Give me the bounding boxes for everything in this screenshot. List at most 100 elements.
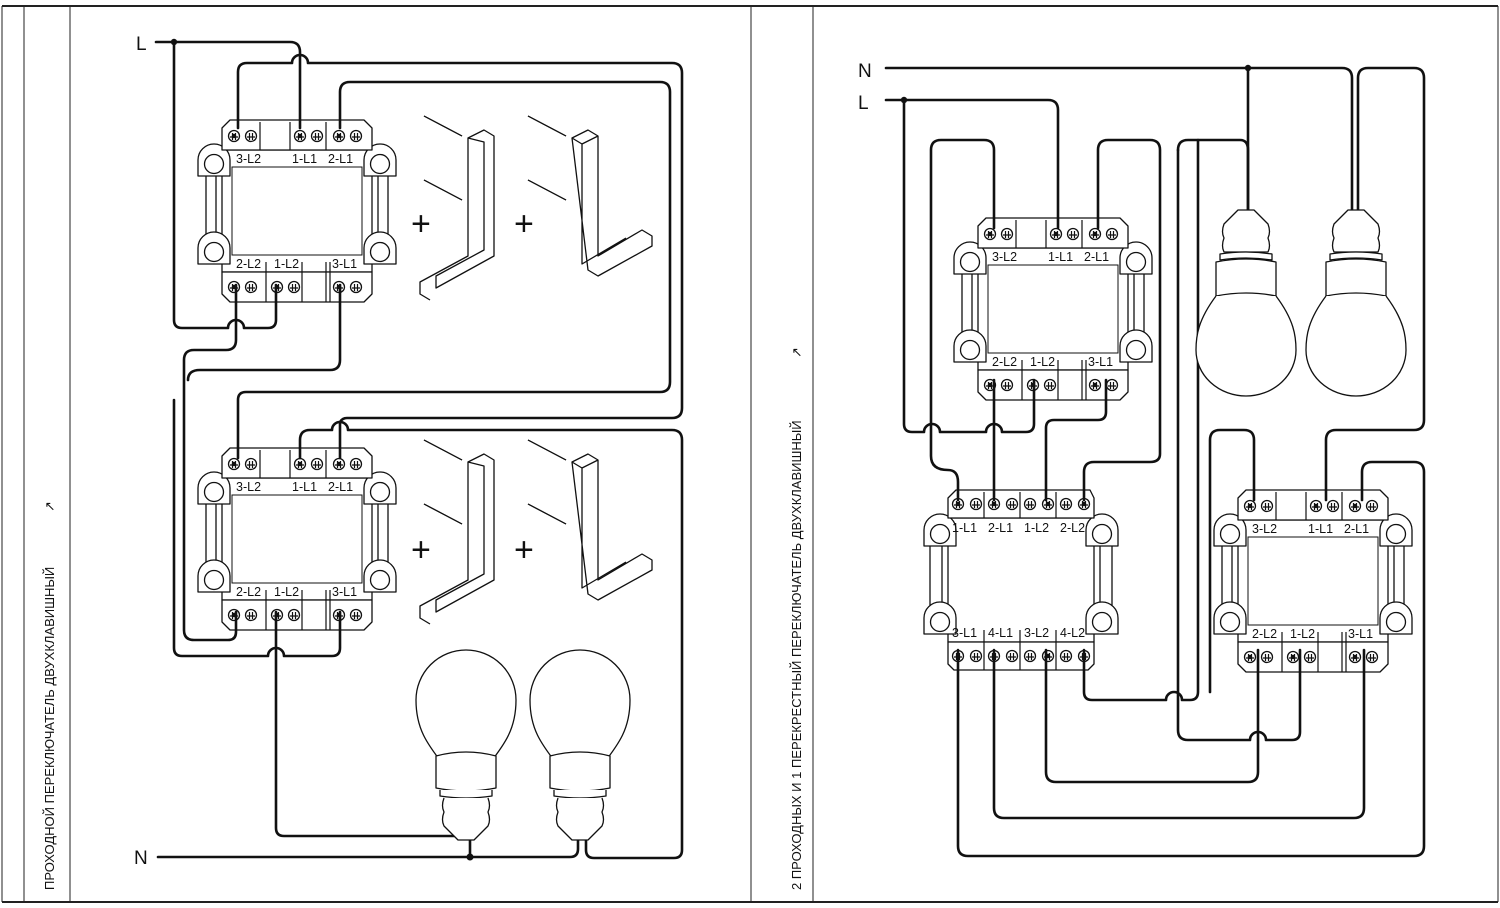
- mounting-hole: [1219, 611, 1241, 633]
- terminal-label: 1-L1: [952, 521, 977, 535]
- switch-keys: [419, 115, 653, 625]
- terminal-screw-icon: [969, 649, 983, 663]
- mounting-hole: [369, 241, 391, 263]
- terminal-label: 1-L1: [292, 152, 317, 166]
- mounting-hole: [929, 611, 951, 633]
- terminal-label: 1-L1: [1048, 250, 1073, 264]
- mounting-hole: [203, 481, 225, 503]
- terminal-screw-icon: [1023, 649, 1037, 663]
- terminal-screw-icon: [310, 457, 324, 471]
- terminal-screw-icon: [1105, 378, 1119, 392]
- plus-sign: +: [411, 531, 431, 569]
- phase-label: L: [136, 34, 147, 55]
- terminal-screw-icon: [1043, 378, 1057, 392]
- mounting-hole: [369, 569, 391, 591]
- switch-2: 3-L2 1-L1 2-L1 2-L2 1-L2 3-L1: [197, 447, 397, 631]
- switch-key: [419, 129, 495, 301]
- terminal-screw-icon: [1005, 649, 1019, 663]
- terminal-label: 3-L1: [332, 585, 357, 599]
- mounting-hole: [1219, 523, 1241, 545]
- panel-2-caption-arrow: ↗: [789, 347, 804, 358]
- lamps: [1195, 209, 1407, 397]
- mounting-hole: [203, 241, 225, 263]
- terminal-screw-icon: [244, 608, 258, 622]
- phase-label: L: [858, 93, 869, 114]
- terminal-screw-icon: [1326, 499, 1340, 513]
- terminal-label: 3-L1: [332, 257, 357, 271]
- terminal-label: 1-L2: [274, 585, 299, 599]
- plus-sign: +: [514, 205, 534, 243]
- panel-1-caption-arrow: ↗: [42, 501, 57, 512]
- terminal-screw-icon: [1059, 497, 1073, 511]
- terminal-screw-icon: [244, 280, 258, 294]
- plus-sign: +: [514, 531, 534, 569]
- terminal-screw-icon: [287, 608, 301, 622]
- panel-1-caption: ПРОХОДНОЙ ПЕРЕКЛЮЧАТЕЛЬ ДВУХКЛАВИШНЫЙ: [42, 567, 57, 890]
- light-bulb-icon: [1305, 209, 1407, 397]
- terminal-screw-icon: [1105, 227, 1119, 241]
- mounting-hole: [203, 569, 225, 591]
- mounting-hole: [1125, 251, 1147, 273]
- mounting-hole: [369, 153, 391, 175]
- terminal-label: 2-L2: [1060, 521, 1085, 535]
- terminal-label: 3-L2: [236, 480, 261, 494]
- terminal-label: 1-L1: [1308, 522, 1333, 536]
- wires: [884, 64, 1426, 858]
- terminal-screw-icon: [1023, 497, 1037, 511]
- terminal-screw-icon: [349, 608, 363, 622]
- mounting-hole: [929, 523, 951, 545]
- light-bulb-icon: [1195, 209, 1297, 397]
- mounting-hole: [959, 339, 981, 361]
- lamps: [415, 649, 631, 841]
- mounting-hole: [203, 153, 225, 175]
- terminal-screw-icon: [1365, 650, 1379, 664]
- switch-key: [419, 453, 495, 625]
- mounting-hole: [1385, 523, 1407, 545]
- mounting-hole: [959, 251, 981, 273]
- terminal-screw-icon: [1000, 227, 1014, 241]
- switch-key: [571, 129, 653, 277]
- terminal-label: 3-L2: [236, 152, 261, 166]
- terminal-screw-icon: [349, 457, 363, 471]
- terminal-screw-icon: [244, 129, 258, 143]
- terminal-label: 2-L2: [1252, 627, 1277, 641]
- terminal-label: 2-L2: [236, 585, 261, 599]
- terminal-label: 3-L2: [1252, 522, 1277, 536]
- panel-2-caption: 2 ПРОХОДНЫХ И 1 ПЕРЕКРЕСТНЫЙ ПЕРЕКЛЮЧАТЕ…: [789, 420, 804, 890]
- neutral-label: N: [134, 848, 148, 869]
- terminal-label: 1-L2: [1290, 627, 1315, 641]
- mounting-hole: [369, 481, 391, 503]
- terminal-label: 1-L2: [1024, 521, 1049, 535]
- terminal-label: 4-L1: [988, 626, 1013, 640]
- light-bulb-icon: [529, 649, 631, 841]
- terminal-screw-icon: [1260, 499, 1274, 513]
- terminal-label: 2-L1: [1084, 250, 1109, 264]
- terminal-screw-icon: [1066, 227, 1080, 241]
- terminal-label: 4-L2: [1060, 626, 1085, 640]
- mounting-hole: [1385, 611, 1407, 633]
- terminal-screw-icon: [1260, 650, 1274, 664]
- mounting-hole: [1091, 523, 1113, 545]
- table-frame: [1, 5, 1499, 903]
- terminal-label: 2-L1: [1344, 522, 1369, 536]
- terminal-label: 2-L2: [236, 257, 261, 271]
- terminal-label: 2-L1: [328, 480, 353, 494]
- mounting-hole: [1091, 611, 1113, 633]
- neutral-label: N: [858, 61, 872, 82]
- terminal-label: 3-L2: [1024, 626, 1049, 640]
- terminal-screw-icon: [349, 129, 363, 143]
- terminal-label: 1-L2: [1030, 355, 1055, 369]
- terminal-label: 1-L1: [292, 480, 317, 494]
- terminal-screw-icon: [310, 129, 324, 143]
- terminal-label: 2-L2: [992, 355, 1017, 369]
- terminal-screw-icon: [349, 280, 363, 294]
- switch-key: [571, 453, 653, 601]
- terminal-label: 3-L2: [992, 250, 1017, 264]
- terminal-screw-icon: [287, 280, 301, 294]
- terminal-screw-icon: [969, 497, 983, 511]
- terminal-screw-icon: [1059, 649, 1073, 663]
- panel-1: L N 3-L2 1-L1 2-L1 2-L2 1-L2 3-L1 3-L2 1-L1 2-L…: [134, 34, 684, 869]
